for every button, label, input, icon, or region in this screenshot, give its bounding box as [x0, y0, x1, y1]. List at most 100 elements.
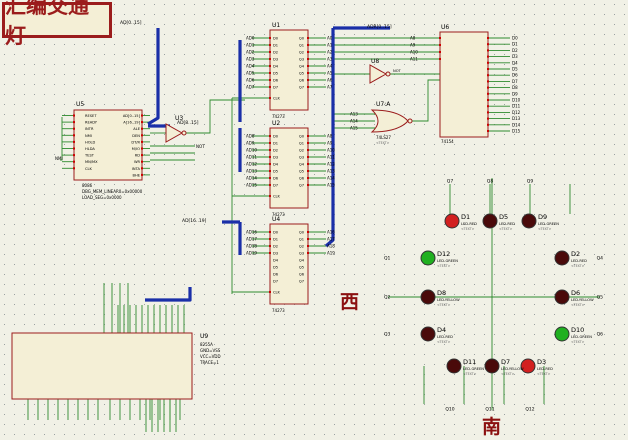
net-label-q10: Q10 — [445, 407, 454, 413]
pin-label: D1 — [512, 42, 518, 47]
text-hint: <TEXT> — [501, 372, 515, 376]
pin-label: A5 — [327, 71, 333, 76]
led-ref-d12: D12 — [437, 250, 450, 258]
chip-u5-8086[interactable] — [73, 109, 143, 181]
led-d4[interactable] — [420, 326, 436, 342]
net-label-q7: Q7 — [447, 179, 454, 185]
pin-label: Q3 — [299, 252, 304, 256]
pin-label: D7 — [273, 86, 278, 90]
pin-label: A14 — [350, 119, 358, 124]
pin-marker — [439, 37, 441, 39]
led-d11[interactable] — [446, 358, 462, 374]
pin-label: AD15 — [246, 183, 257, 188]
pin-marker — [307, 58, 309, 60]
pin-marker — [307, 44, 309, 46]
pin-label: A1 — [327, 43, 333, 48]
pin-label: Q6 — [299, 79, 305, 83]
pin-marker — [487, 43, 489, 46]
bus-label-ad-8-15: AD[8..15] — [177, 120, 199, 126]
pin-marker — [307, 86, 309, 88]
pin-label: A8 — [327, 134, 333, 139]
pin-marker — [307, 177, 309, 179]
led-d10[interactable] — [554, 326, 570, 342]
led-type-d11: LED-GREEN — [463, 367, 484, 371]
pin-marker — [487, 80, 489, 83]
pin-marker — [73, 114, 75, 117]
pin-label: D4 — [273, 259, 279, 263]
pin-label: AD14 — [246, 176, 257, 181]
led-d2[interactable] — [554, 250, 570, 266]
pin-label: D5 — [273, 266, 278, 270]
pin-label: D3 — [273, 58, 278, 62]
pin-marker — [141, 160, 143, 163]
pin-marker — [73, 154, 75, 157]
chip-u9-8255a[interactable] — [11, 332, 193, 400]
pin-label: CLK — [273, 291, 281, 295]
pin-marker — [487, 92, 489, 95]
gate-u7a-bubble — [407, 118, 413, 124]
pin-label: A13 — [350, 112, 358, 117]
pin-label: D15 — [512, 129, 521, 134]
chip-part-u1: 74273 — [272, 114, 285, 119]
led-d8[interactable] — [420, 289, 436, 305]
chip-u1-74273[interactable] — [269, 29, 309, 111]
chip-layer[interactable] — [11, 29, 489, 400]
chip-u6-74154[interactable] — [439, 31, 489, 138]
pin-label: Q2 — [299, 149, 304, 153]
led-d5[interactable] — [482, 213, 498, 229]
led-d6[interactable] — [554, 289, 570, 305]
chip-u4-74273[interactable] — [269, 223, 309, 305]
pin-label: Q1 — [299, 142, 304, 146]
chip-ref-u6: U6 — [441, 24, 449, 31]
bus-layer — [145, 26, 390, 302]
led-d3[interactable] — [520, 358, 536, 374]
pin-marker — [269, 51, 271, 53]
pin-label: D4 — [512, 60, 518, 65]
pin-marker — [141, 173, 143, 176]
pin-label: A13 — [327, 169, 335, 174]
pin-marker — [141, 114, 143, 117]
pin-label: AD12 — [246, 162, 257, 167]
pin-label: A10 — [327, 148, 335, 153]
pin-label: CLK — [273, 97, 281, 101]
gate-u3-not[interactable] — [165, 123, 184, 143]
pin-label: M/IO — [132, 147, 140, 151]
pin-label: Q5 — [299, 266, 304, 270]
led-d12[interactable] — [420, 250, 436, 266]
pin-marker — [269, 238, 271, 240]
wire-u5-left-bus — [60, 117, 63, 161]
led-d9[interactable] — [521, 213, 537, 229]
led-ref-d6: D6 — [571, 289, 580, 297]
pin-label: Q5 — [299, 72, 304, 76]
gate-u8-not[interactable] — [369, 64, 388, 84]
pin-label: D4 — [273, 163, 279, 167]
led-d1[interactable] — [444, 213, 460, 229]
pin-label: D10 — [512, 98, 521, 103]
pin-label: D13 — [512, 116, 521, 121]
chip-ref-u3: U3 — [175, 115, 183, 122]
chip-u2-74273[interactable] — [269, 127, 309, 209]
net-label-q1: Q1 — [384, 256, 391, 262]
led-layer[interactable] — [420, 213, 570, 374]
led-type-d1: LED-RED — [461, 222, 477, 226]
pin-marker — [73, 167, 75, 170]
pin-marker — [307, 238, 309, 240]
pin-label: D3 — [273, 252, 278, 256]
pin-marker — [269, 163, 271, 165]
pin-label: CLK — [85, 167, 93, 171]
gate-u3-bubble — [181, 130, 187, 136]
pin-label: D7 — [273, 184, 278, 188]
pin-marker — [307, 79, 309, 81]
text-hint: <TEXT> — [437, 340, 451, 344]
pin-marker — [141, 147, 143, 150]
pin-marker — [487, 130, 489, 132]
pin-label: Q4 — [299, 259, 305, 263]
gate-u7a-nor[interactable] — [370, 109, 409, 133]
pin-marker — [439, 44, 441, 46]
pin-label: AD10 — [246, 148, 257, 153]
pin-marker — [269, 37, 271, 39]
pin-marker — [269, 177, 271, 179]
pin-marker — [307, 231, 309, 233]
led-d7[interactable] — [484, 358, 500, 374]
